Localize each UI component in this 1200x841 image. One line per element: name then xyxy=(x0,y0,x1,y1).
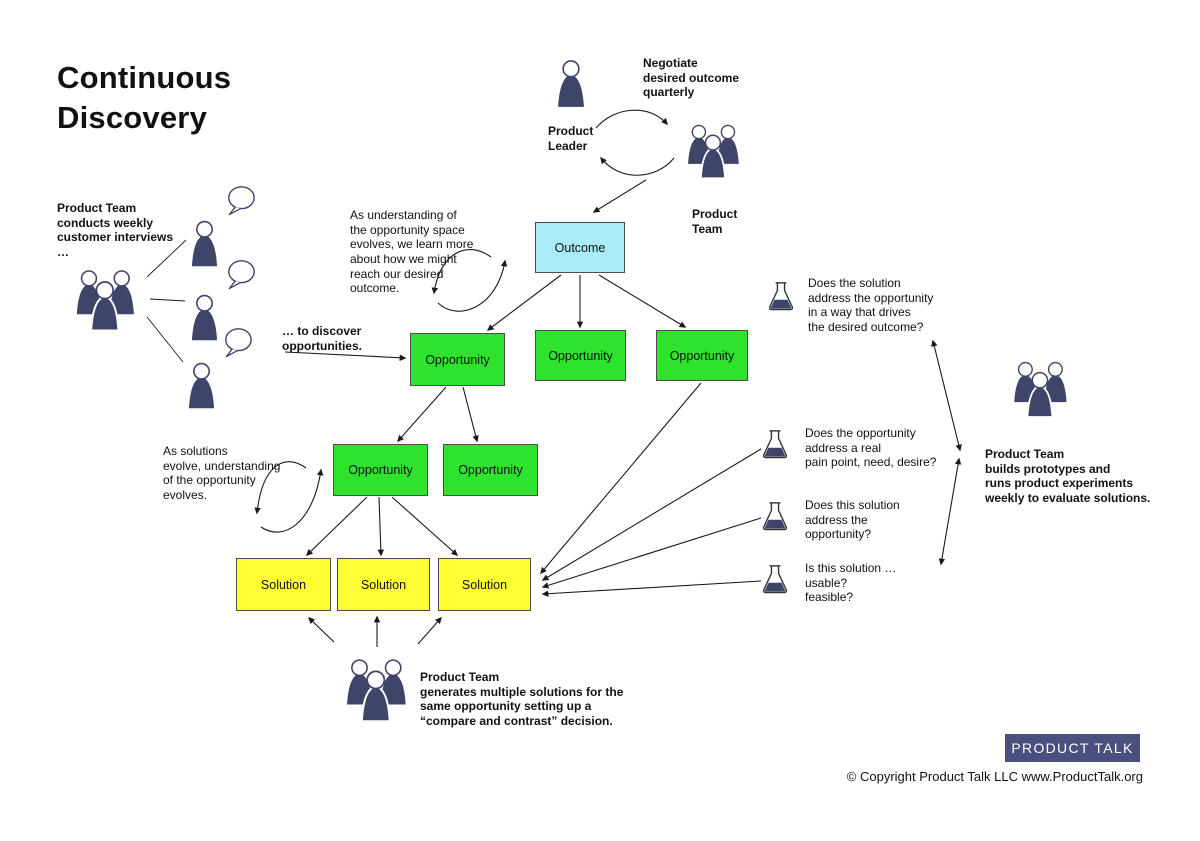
team-to-outcome-arrow xyxy=(592,179,647,213)
product-team-icon-top xyxy=(682,120,746,186)
leader-team-cycle-arrows xyxy=(595,109,675,176)
outcome-node: Outcome xyxy=(535,222,625,273)
product-team-icon-right xyxy=(1008,357,1074,425)
experiment-to-solution-arrows xyxy=(541,448,762,597)
speech-bubble-icon xyxy=(228,260,255,290)
bottom-team-note: Product Team generates multiple solution… xyxy=(420,670,624,728)
discover-note: … to discover opportunities. xyxy=(282,324,362,353)
experiment-question-2: Does the opportunity address a real pain… xyxy=(805,426,937,470)
copyright-text: © Copyright Product Talk LLC www.Product… xyxy=(846,769,1143,784)
experiment-question-3: Does this solution address the opportuni… xyxy=(805,498,900,542)
flask-icon-2 xyxy=(762,430,788,459)
interviewee-3 xyxy=(183,328,253,412)
solution-node-1: Solution xyxy=(236,558,331,611)
experiment-question-1: Does the solution address the opportunit… xyxy=(808,276,934,334)
product-team-icon-left xyxy=(70,264,142,340)
product-team-label-top: Product Team xyxy=(692,207,738,236)
team-to-solutions-arrows xyxy=(307,615,442,647)
speech-bubble-icon xyxy=(225,328,252,358)
experiment-question-4: Is this solution … usable? feasible? xyxy=(805,561,897,605)
flask-icon-1 xyxy=(768,282,794,311)
opportunity-node-2: Opportunity xyxy=(535,330,626,381)
subopportunity-to-solution-arrows xyxy=(305,496,459,557)
solution-node-2: Solution xyxy=(337,558,430,611)
interviewee-person-icon xyxy=(188,362,215,410)
sub-opportunity-node-1: Opportunity xyxy=(333,444,428,496)
right-team-double-arrows xyxy=(931,339,962,566)
speech-bubble-icon xyxy=(228,186,255,216)
product-leader-icon xyxy=(557,60,585,108)
solution-node-3: Solution xyxy=(438,558,531,611)
understanding-note: As understanding of the opportunity spac… xyxy=(350,208,474,296)
opportunity-node-1: Opportunity xyxy=(410,333,505,386)
sub-opportunity-node-2: Opportunity xyxy=(443,444,538,496)
product-team-icon-bottom xyxy=(340,652,414,732)
flask-icon-3 xyxy=(762,502,788,531)
product-talk-badge: PRODUCT TALK xyxy=(1005,734,1140,762)
flask-icon-4 xyxy=(762,565,788,594)
outcome-to-opportunity-arrows xyxy=(486,274,687,331)
interviewee-1 xyxy=(186,186,256,270)
interviews-note: Product Team conducts weekly customer in… xyxy=(57,201,174,259)
solutions-evolve-note: As solutions evolve, understanding of th… xyxy=(163,444,281,502)
opportunity-to-subopportunity-arrows xyxy=(397,386,479,443)
diagram-title: Continuous Discovery xyxy=(57,60,232,136)
negotiate-note: Negotiate desired outcome quarterly xyxy=(643,56,740,100)
opportunity3-to-solution-arrow xyxy=(540,382,702,575)
opportunity-node-3: Opportunity xyxy=(656,330,748,381)
product-leader-label: Product Leader xyxy=(548,124,594,153)
right-team-note: Product Team builds prototypes and runs … xyxy=(985,447,1151,505)
